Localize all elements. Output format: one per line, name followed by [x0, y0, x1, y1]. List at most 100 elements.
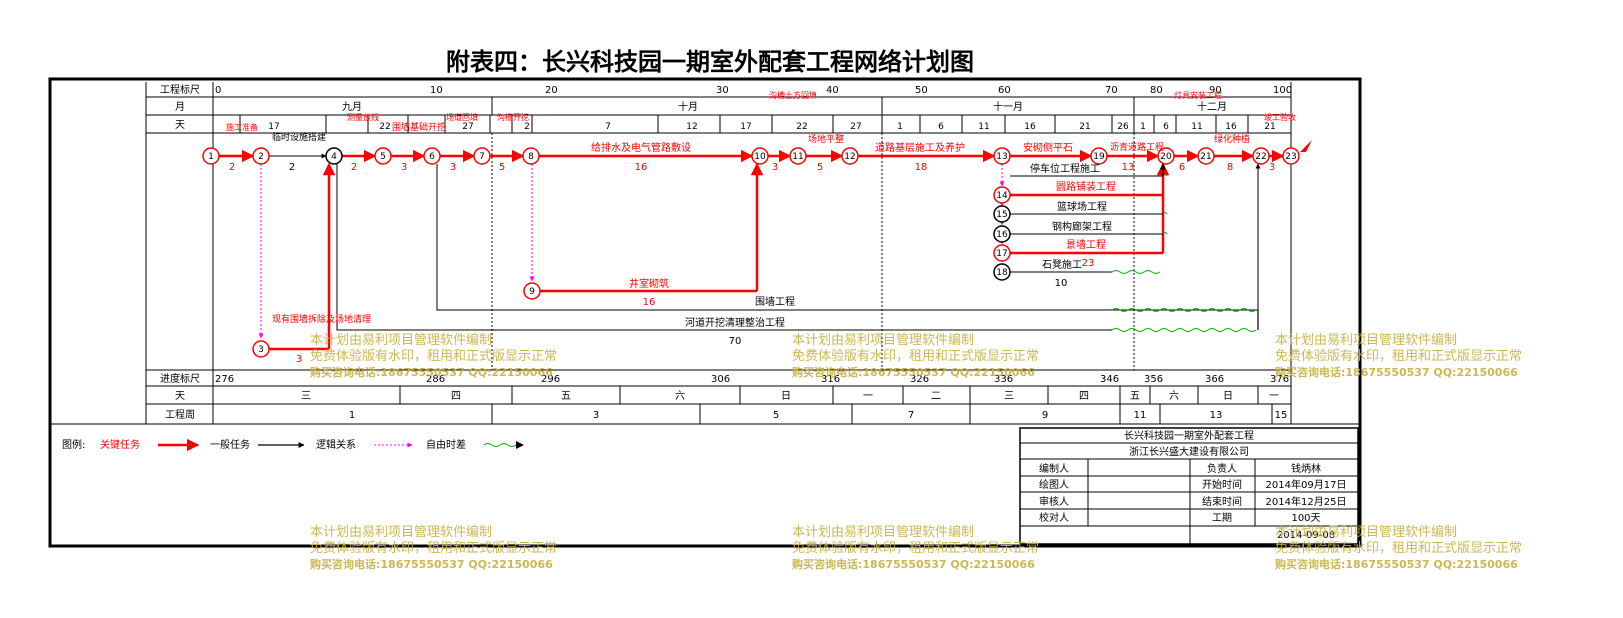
progress-tick: 296	[541, 374, 560, 385]
svg-text:免费体验版有水印，租用和正式版显示正常: 免费体验版有水印，租用和正式版显示正常	[792, 540, 1039, 556]
node-label: 10	[754, 152, 766, 162]
task-name: 围墙工程	[755, 295, 795, 308]
legend: 图例: 关键任务 一般任务 逻辑关系 自由时差	[62, 438, 524, 452]
task-name: 钢构廊架工程	[1052, 220, 1112, 233]
info-duration: 100天	[1291, 513, 1320, 524]
row-label-scale: 工程标尺	[160, 84, 200, 96]
merge-arrows	[1160, 163, 1259, 330]
task-duration: 8	[1227, 162, 1233, 173]
node-label: 18	[996, 268, 1008, 278]
svg-text:购买咨询电话:18675550537 QQ:22150066: 购买咨询电话:18675550537 QQ:22150066	[1275, 557, 1518, 571]
task-duration: 10	[1055, 278, 1068, 289]
progress-tick: 376	[1270, 374, 1289, 385]
scale-tick: 80	[1150, 85, 1163, 96]
scale-tick: 90	[1209, 85, 1222, 96]
task-duration: 18	[915, 162, 928, 173]
svg-text:免费体验版有水印，租用和正式版显示正常: 免费体验版有水印，租用和正式版显示正常	[1275, 348, 1522, 364]
scale-tick: 30	[716, 85, 729, 96]
node-label: 3	[258, 345, 264, 355]
svg-text:免费体验版有水印，租用和正式版显示正常: 免费体验版有水印，租用和正式版显示正常	[1275, 540, 1522, 556]
task-name: 沥青道路工程	[1110, 141, 1164, 153]
node-22: 22	[1252, 147, 1270, 165]
task-name: 绿化种植	[1214, 133, 1250, 145]
day-label: 16	[1024, 122, 1036, 132]
info-end: 2014年12月25日	[1266, 495, 1347, 508]
week-label: 7	[908, 410, 914, 421]
node-label: 5	[380, 152, 386, 162]
task-name: 施工准备	[226, 122, 258, 132]
node-13: 13	[993, 147, 1011, 165]
row-label-month: 月	[175, 101, 185, 113]
node-label: 13	[996, 152, 1007, 162]
task-name: 给排水及电气管路敷设	[591, 141, 691, 154]
watermarks: 本计划由易利项目管理软件编制 免费体验版有水印，租用和正式版显示正常 购买咨询电…	[310, 333, 1522, 571]
info-table	[1019, 427, 1359, 545]
progress-tick: 336	[994, 374, 1013, 385]
task-name: 临时设施搭建	[272, 131, 326, 143]
day-label: 6	[938, 122, 944, 132]
svg-text:本计划由易利项目管理软件编制: 本计划由易利项目管理软件编制	[792, 333, 974, 348]
task-duration: 2	[229, 162, 235, 173]
task-duration: 5	[499, 162, 505, 173]
day-label: 27	[850, 122, 861, 132]
weekday-label: 二	[931, 391, 941, 402]
svg-text:购买咨询电话:18675550537 QQ:22150066: 购买咨询电话:18675550537 QQ:22150066	[310, 365, 553, 379]
node-label: 20	[1160, 152, 1172, 162]
task-name: 篮球场工程	[1057, 200, 1107, 213]
info-text: 长兴科技园一期室外配套工程 浙江长兴盛大建设有限公司 编制人 负责人 钱炳林 绘…	[1039, 429, 1346, 541]
weekday-label: 日	[781, 391, 791, 402]
info-project: 长兴科技园一期室外配套工程	[1124, 429, 1254, 442]
info-end-label: 结束时间	[1202, 495, 1242, 508]
node-3: 3	[252, 340, 270, 358]
node-label: 16	[996, 230, 1008, 240]
task-duration: 16	[635, 162, 648, 173]
info-start: 2014年09月17日	[1266, 478, 1347, 491]
day-label: 22	[796, 122, 807, 132]
node-23: 23	[1282, 147, 1300, 165]
week-label: 9	[1042, 410, 1048, 421]
month-label: 十一月	[993, 100, 1023, 113]
row-label-day: 天	[175, 120, 185, 131]
node-label: 21	[1200, 152, 1211, 162]
row-label-progress: 进度标尺	[160, 372, 200, 385]
node-label: 15	[996, 210, 1007, 220]
svg-text:本计划由易利项目管理软件编制: 本计划由易利项目管理软件编制	[1275, 525, 1457, 540]
node-label: 22	[1255, 152, 1266, 162]
day-label: 7	[605, 122, 611, 132]
node-2: 2	[252, 147, 270, 165]
task-duration: 23	[1082, 258, 1095, 269]
task-duration: 13	[1122, 162, 1135, 173]
svg-text:购买咨询电话:18675550537 QQ:22150066: 购买咨询电话:18675550537 QQ:22150066	[1275, 365, 1518, 379]
progress-tick: 276	[215, 374, 234, 385]
end-flag-icon	[1300, 140, 1312, 152]
normal-tasks	[269, 153, 1261, 331]
day-label: 21	[1264, 122, 1275, 132]
node-18: 18	[993, 263, 1011, 281]
node-label: 17	[996, 249, 1007, 259]
progress-tick: 356	[1144, 374, 1163, 385]
scale-tick: 100	[1273, 85, 1292, 96]
node-7: 7	[473, 147, 491, 165]
task-duration: 70	[729, 336, 742, 347]
scale-tick: 20	[545, 85, 558, 96]
task-name: 沟槽土方回填	[769, 90, 817, 100]
weekday-label: 日	[1223, 391, 1233, 402]
task-name: 圆路铺装工程	[1056, 180, 1116, 193]
float-links	[258, 164, 1005, 339]
day-label: 21	[1079, 122, 1090, 132]
week-label: 13	[1210, 410, 1223, 421]
node-label: 14	[996, 191, 1008, 201]
task-name: 停车位工程施工	[1030, 162, 1100, 175]
svg-text:购买咨询电话:18675550537 QQ:22150066: 购买咨询电话:18675550537 QQ:22150066	[792, 557, 1035, 571]
progress-tick: 306	[711, 374, 730, 385]
day-label: 12	[686, 122, 697, 132]
week-grid	[491, 404, 1273, 424]
node-label: 7	[479, 152, 485, 162]
progress-tick: 286	[426, 374, 445, 385]
day-label: 22	[379, 122, 390, 132]
task-duration: 3	[296, 354, 302, 365]
header-grid	[50, 82, 1360, 425]
critical-path	[218, 149, 1285, 351]
day-label: 1	[1140, 122, 1146, 132]
